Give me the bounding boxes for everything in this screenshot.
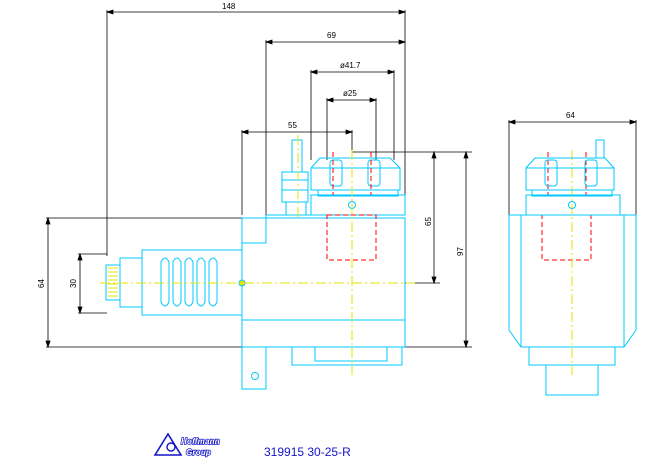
part-number: 319915 30-25-R [264, 445, 351, 459]
dim-body-height: 64 [37, 279, 46, 288]
dim-clamp-diameter: ø41.7 [340, 61, 361, 70]
dim-overall-length: 148 [222, 2, 236, 11]
dim-shank-diameter: 30 [69, 279, 78, 288]
logo-line-1: Hoffmann [181, 437, 220, 446]
shank-splines [108, 267, 118, 297]
side-view [508, 139, 637, 396]
dim-total-height: 97 [456, 247, 465, 256]
dimension-lines [45, 9, 638, 349]
dim-center-height: 65 [424, 217, 433, 226]
dim-spindle-offset: 55 [288, 121, 297, 130]
dim-side-width: 64 [566, 111, 575, 120]
dim-head-width: 69 [327, 31, 336, 40]
dim-bore-diameter: ø25 [343, 89, 357, 98]
logo-line-2: Group [186, 448, 211, 457]
front-view [105, 139, 406, 390]
hoffmann-group-logo: Hoffmann Group [153, 432, 220, 458]
centerlines [100, 135, 573, 375]
